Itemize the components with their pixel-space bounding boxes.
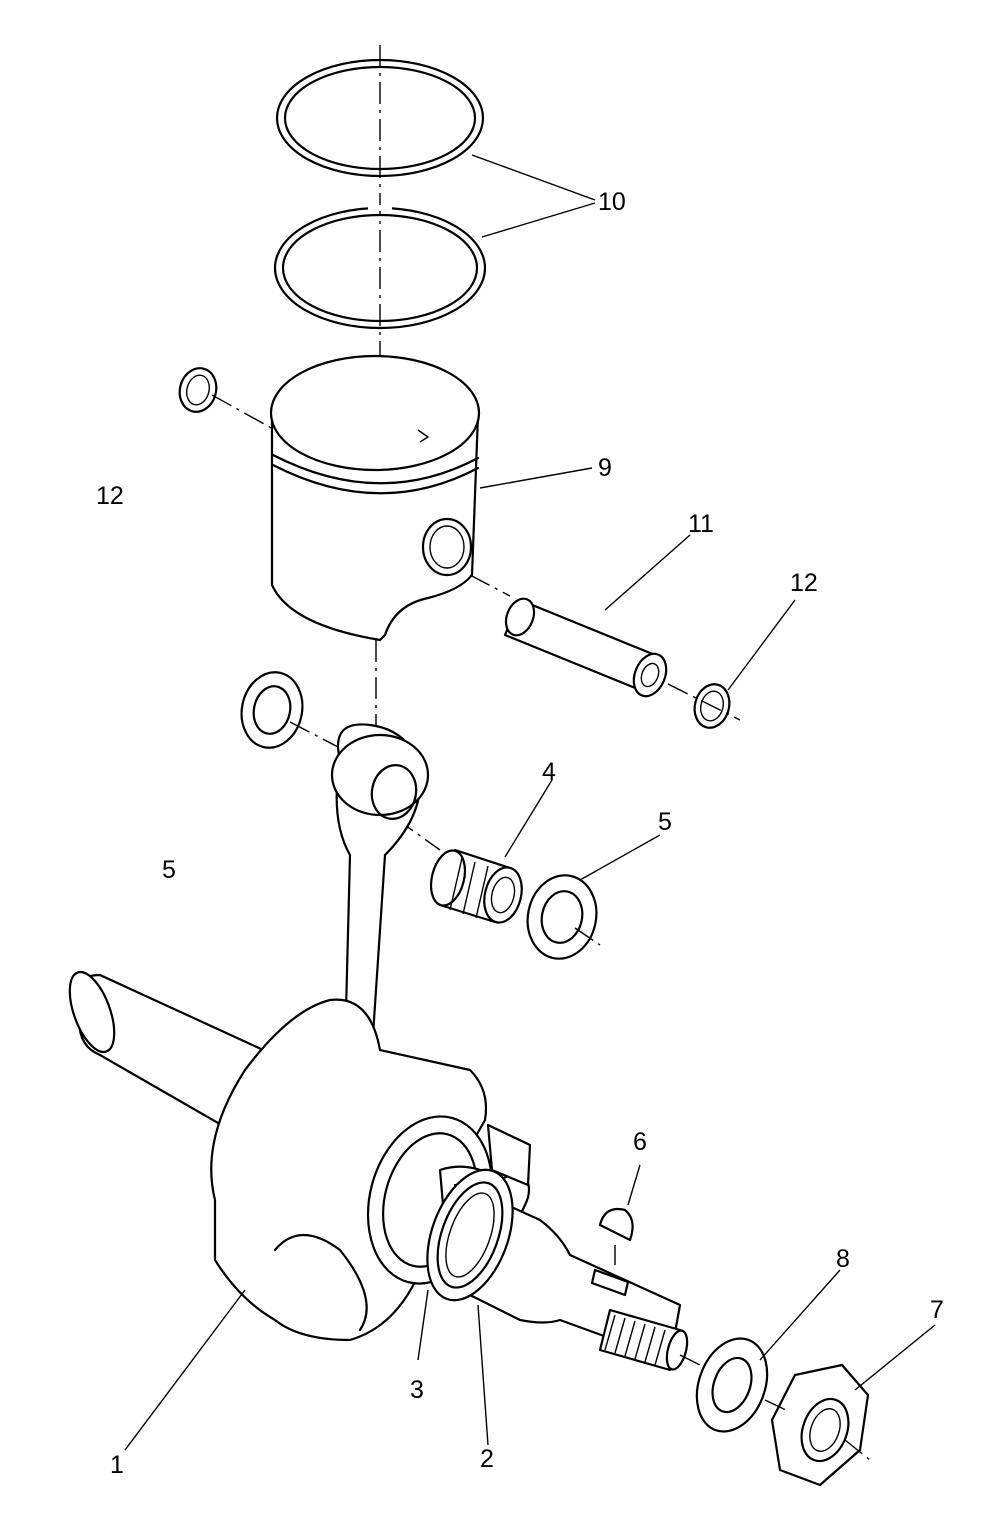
piston [269, 354, 481, 642]
piston-ring-lower [273, 205, 487, 330]
circlip-left [178, 367, 218, 413]
callout-8: 8 [836, 1245, 850, 1273]
callout-9: 9 [598, 454, 612, 482]
callout-10: 10 [598, 188, 626, 216]
piston-pin [469, 574, 741, 721]
callout-5-left: 5 [162, 856, 176, 884]
callout-4: 4 [542, 758, 556, 786]
circlip-right [693, 683, 731, 729]
callout-5-right: 5 [658, 808, 672, 836]
piston-ring-upper [275, 58, 485, 178]
leader-lines [124, 154, 936, 1451]
connecting-rod [330, 723, 430, 1052]
lock-washer [679, 1337, 769, 1433]
callout-2: 2 [480, 1445, 494, 1473]
callout-1: 1 [110, 1451, 124, 1479]
callout-7: 7 [930, 1296, 944, 1324]
crankshaft [68, 970, 689, 1372]
callout-12-right: 12 [790, 569, 818, 597]
thrust-washer-right [526, 874, 601, 960]
callout-12-left: 12 [96, 482, 124, 510]
woodruff-key [598, 1207, 634, 1265]
thrust-washer-left [240, 671, 341, 749]
main-bearing [426, 1168, 514, 1302]
callout-6: 6 [633, 1128, 647, 1156]
needle-bearing [394, 817, 523, 924]
hex-nut [764, 1363, 871, 1487]
callout-3: 3 [410, 1376, 424, 1404]
clip-left-axis [211, 394, 276, 431]
callout-11: 11 [688, 510, 714, 538]
